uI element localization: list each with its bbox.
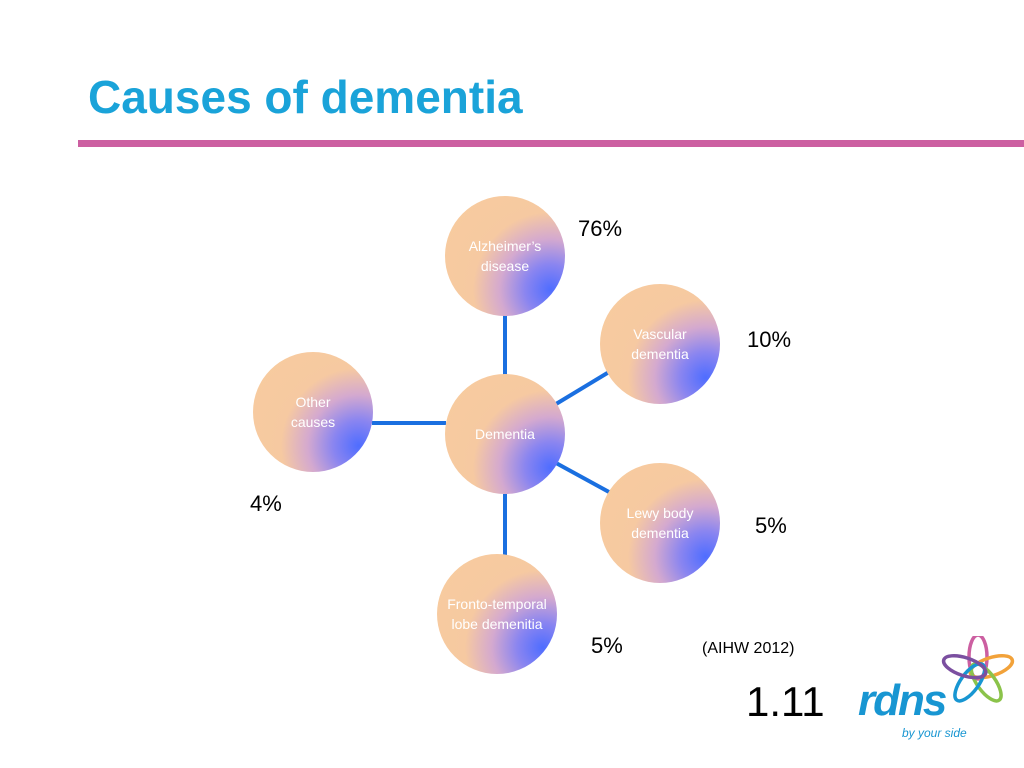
logo-tagline: by your side xyxy=(902,726,967,740)
title-divider xyxy=(78,140,1024,147)
slide-number: 1.11 xyxy=(746,678,825,725)
connector-vascular xyxy=(554,370,611,406)
percent-alzheimers: 76% xyxy=(578,216,623,241)
logo-wordmark: rdns xyxy=(858,676,947,725)
node-lewy: Lewy body dementia xyxy=(600,463,720,583)
node-other: Other causes xyxy=(253,352,373,472)
rdns-logo: rdns by your side xyxy=(850,636,1020,746)
percent-other: 4% xyxy=(250,491,282,516)
node-alzheimers-label: Alzheimer’s disease xyxy=(468,238,542,274)
percent-vascular: 10% xyxy=(747,327,792,352)
flower-logo-icon xyxy=(941,636,1015,703)
connector-lewy xyxy=(555,461,610,494)
node-fronto-label: Fronto-temporal lobe demenitia xyxy=(447,596,547,632)
node-center-label: Dementia xyxy=(475,426,535,442)
node-vascular: Vascular dementia xyxy=(600,284,720,404)
node-other-label: Other causes xyxy=(290,394,336,430)
slide-title: Causes of dementia xyxy=(88,71,523,123)
node-lewy-label: Lewy body dementia xyxy=(626,505,694,541)
percent-lewy: 5% xyxy=(755,513,787,538)
percent-fronto: 5% xyxy=(591,633,623,658)
node-fronto: Fronto-temporal lobe demenitia xyxy=(437,554,557,674)
source-citation: (AIHW 2012) xyxy=(702,640,795,657)
node-alzheimers: Alzheimer’s disease xyxy=(445,196,565,316)
node-center-dementia: Dementia xyxy=(445,374,565,494)
node-vascular-label: Vascular dementia xyxy=(631,326,689,362)
